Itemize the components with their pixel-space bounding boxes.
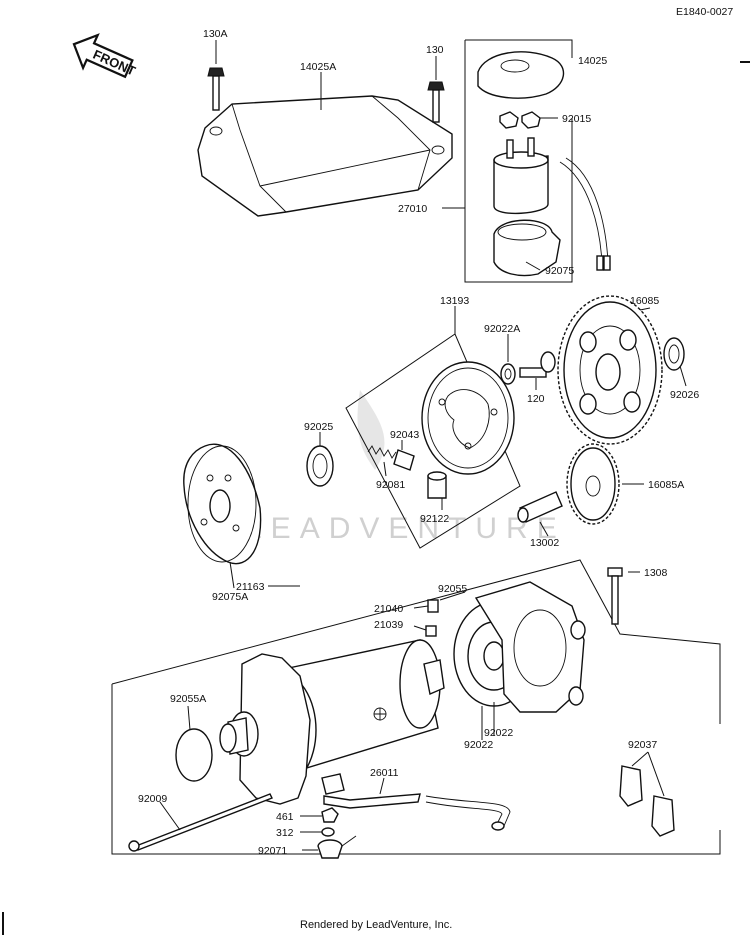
label-13193: 13193 [440,295,469,307]
label-16085: 16085 [630,295,659,307]
label-14025: 14025 [578,55,607,67]
label-92037: 92037 [628,739,657,751]
pin-92043 [393,449,415,471]
drawing-code: E1840-0027 [676,6,733,18]
part-callouts: 130A 14025A 130 14025 92015 27010 92075 … [138,28,699,857]
label-92026: 92026 [670,389,699,401]
relay-cover-92075 [493,219,561,277]
label-92043: 92043 [390,429,419,441]
washer-92026 [663,337,685,371]
label-312: 312 [276,827,294,839]
label-92009: 92009 [138,793,167,805]
footer-credit: Rendered by LeadVenture, Inc. [300,919,452,931]
end-cover [474,581,586,713]
label-92015: 92015 [562,113,591,125]
relay-group-bracket [464,39,573,283]
label-92055: 92055 [438,583,467,595]
label-1308: 1308 [644,567,668,579]
washer-92025 [306,445,334,487]
svg-text:LEADVENTURE: LEADVENTURE [245,512,566,545]
bolt-120 [519,351,556,378]
brush-21039 [425,625,437,637]
label-92075: 92075 [545,265,574,277]
label-130: 130 [426,44,444,56]
label-14025A: 14025A [300,61,336,73]
bolt-92009 [128,793,273,852]
shaft-13002 [517,491,563,523]
label-92022-a: 92022 [484,727,513,739]
washer-92022A [500,363,516,385]
motor-group-bracket [111,559,721,855]
bolt-130A [207,67,225,111]
label-461: 461 [276,811,294,823]
label-92025: 92025 [304,421,333,433]
bolt-130 [427,81,445,123]
idle-gear-16085A [566,443,620,525]
o-ring-92055A [175,728,213,782]
starter-cover-14025A [197,95,453,217]
clutch-group-bracket [345,333,521,549]
relay-cap-14025 [477,51,564,99]
cable-26011 [323,793,511,831]
label-92022A: 92022A [484,323,520,335]
brush-21040 [427,599,439,613]
label-21039: 21039 [374,619,403,631]
label-92122: 92122 [420,513,449,525]
starter-clutch-13193 [421,361,515,475]
washer-312 [321,827,335,837]
cover-plate-92075A [183,443,262,565]
clamps-92037 [619,765,675,837]
label-120: 120 [527,393,545,405]
cap-92071 [317,835,357,859]
label-13002: 13002 [530,537,559,549]
label-27010: 27010 [398,203,427,215]
label-21040: 21040 [374,603,403,615]
label-92055A: 92055A [170,693,206,705]
label-26011: 26011 [370,767,399,779]
label-16085A: 16085A [648,479,684,491]
starter-gear-16085 [557,295,663,445]
bolt-1308 [607,567,623,625]
label-130A: 130A [203,28,228,40]
nut-461 [321,807,339,823]
label-92071: 92071 [258,845,287,857]
roller-92122 [427,471,447,499]
watermark: LEADVENTURE [245,390,566,545]
spring-92081 [367,445,397,459]
label-92075A: 92075A [212,591,248,603]
label-92022-b: 92022 [464,739,493,751]
starter-motor-21163 [219,639,445,805]
starter-relay-27010 [493,137,611,271]
nuts-92015 [499,111,541,129]
front-arrow-icon: FRONT [72,33,138,79]
leader-lines [159,40,687,851]
label-21163: 21163 [236,581,265,593]
label-92081: 92081 [376,479,405,491]
